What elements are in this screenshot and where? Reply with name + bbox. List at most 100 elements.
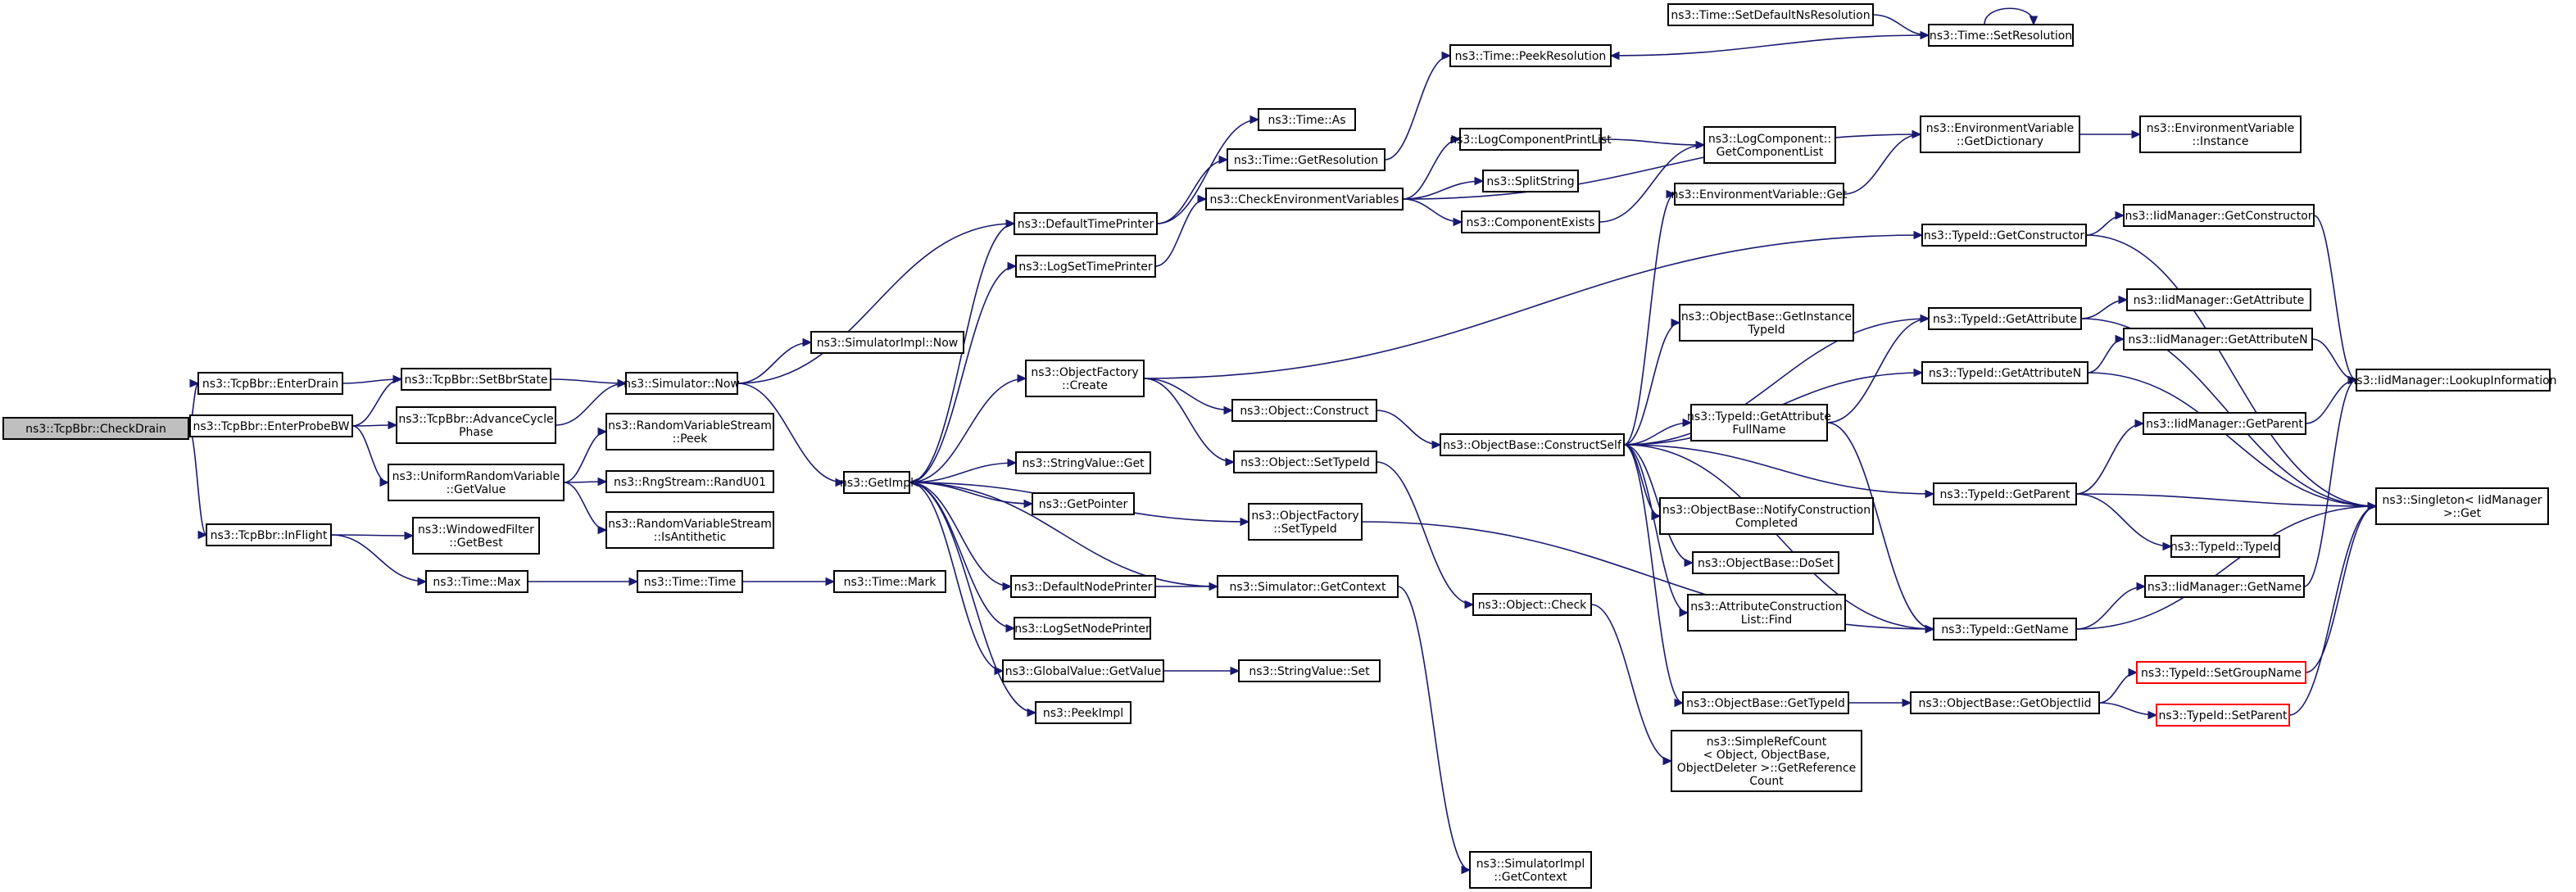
node-time-as[interactable]: ns3::Time::As	[1258, 108, 1356, 131]
node-splitstring[interactable]: ns3::SplitString	[1482, 170, 1579, 192]
node-label: ns3::TcpBbr::EnterProbeBW	[193, 420, 350, 433]
node-box	[388, 464, 565, 501]
node-iid-getparent[interactable]: ns3::IidManager::GetParent	[2143, 412, 2306, 435]
node-defaultnodeprinter[interactable]: ns3::DefaultNodePrinter	[1010, 575, 1156, 598]
node-iid-lookupinfo[interactable]: ns3::IidManager::LookupInformation	[2349, 369, 2557, 392]
node-logcompprintlist[interactable]: ns3::LogComponentPrintList	[1449, 128, 1612, 151]
edge-line	[563, 482, 607, 531]
node-globalvalue-getvalue[interactable]: ns3::GlobalValue::GetValue	[1002, 659, 1164, 682]
node-peekimpl[interactable]: ns3::PeekImpl	[1035, 701, 1132, 724]
node-typeid-typeid[interactable]: ns3::TypeId::TypeId	[2170, 535, 2280, 558]
node-logsetnodeprinter[interactable]: ns3::LogSetNodePrinter	[1014, 617, 1151, 640]
node-enterprobebw[interactable]: ns3::TcpBbr::EnterProbeBW	[189, 414, 353, 437]
node-urv-getvalue[interactable]: ns3::UniformRandomVariable::GetValue	[388, 464, 565, 501]
node-objbase-getobjectiid[interactable]: ns3::ObjectBase::GetObjectIid	[1910, 691, 2100, 714]
node-obj-check[interactable]: ns3::Object::Check	[1472, 593, 1592, 616]
node-getimpl[interactable]: ns3::GetImpl	[840, 471, 914, 494]
edge-line	[1361, 521, 1934, 630]
node-box	[1449, 44, 1612, 67]
node-singleton-get[interactable]: ns3::Singleton< IidManager >::Get	[2375, 487, 2549, 525]
edge-line	[909, 482, 1012, 587]
edge-objbase-constructself-to-objbase-gettypeid	[1623, 444, 1685, 708]
node-typeid-getparent[interactable]: ns3::TypeId::GetParent	[1933, 482, 2077, 505]
node-label: ns3::RandomVariableStream	[608, 419, 772, 432]
node-time-peekresolution[interactable]: ns3::Time::PeekResolution	[1449, 44, 1612, 67]
arrow-head	[1679, 608, 1689, 618]
node-label: ::GetDictionary	[1957, 135, 2043, 148]
node-checkdrain[interactable]: ns3::TcpBbr::CheckDrain	[2, 417, 189, 440]
node-label: ns3::IidManager::GetParent	[2146, 418, 2303, 431]
arrow-head	[1913, 368, 1924, 378]
node-iid-getattributen[interactable]: ns3::IidManager::GetAttributeN	[2123, 328, 2313, 351]
arrow-head	[2136, 582, 2147, 591]
node-envvar-getdictionary[interactable]: ns3::EnvironmentVariable::GetDictionary	[1920, 115, 2080, 153]
edge-typeid-getname-to-iid-getname	[2075, 582, 2147, 630]
node-componentexists[interactable]: ns3::ComponentExists	[1461, 211, 1600, 233]
node-time-mark[interactable]: ns3::Time::Mark	[833, 570, 946, 593]
edge-typeid-getattributen-to-iid-getattributen	[2087, 334, 2125, 374]
node-typeid-setgroupname[interactable]: ns3::TypeId::SetGroupName	[2136, 661, 2306, 684]
edge-line	[2087, 338, 2125, 374]
node-envvar-get[interactable]: ns3::EnvironmentVariable::Get	[1671, 183, 1848, 206]
node-setbbrstate[interactable]: ns3::TcpBbr::SetBbrState	[401, 368, 551, 391]
edge-line	[1143, 378, 1235, 463]
node-checkenvvars[interactable]: ns3::CheckEnvironmentVariables	[1205, 188, 1404, 211]
node-envvar-instance[interactable]: ns3::EnvironmentVariable::Instance	[2139, 115, 2302, 153]
node-time-time[interactable]: ns3::Time::Time	[637, 570, 743, 593]
node-time-setdefaultns[interactable]: ns3::Time::SetDefaultNsResolution	[1667, 3, 1874, 26]
arrow-head	[835, 478, 846, 487]
node-objbase-gettypeid[interactable]: ns3::ObjectBase::GetTypeId	[1682, 691, 1849, 714]
node-defaulttimeprinter[interactable]: ns3::DefaultTimePrinter	[1014, 212, 1158, 235]
arrow-head	[1609, 51, 1620, 61]
node-objbase-notifyconstruction[interactable]: ns3::ObjectBase::NotifyConstructionCompl…	[1659, 497, 1874, 535]
edge-line	[330, 534, 427, 582]
node-sim-now[interactable]: ns3::Simulator::Now	[624, 372, 740, 395]
node-objfactory-settypeid[interactable]: ns3::ObjectFactory::SetTypeId	[1248, 503, 1363, 541]
node-wf-getbest[interactable]: ns3::WindowedFilter::GetBest	[412, 517, 540, 555]
node-typeid-getattribute[interactable]: ns3::TypeId::GetAttribute	[1928, 307, 2082, 330]
node-obj-settypeid[interactable]: ns3::Object::SetTypeId	[1233, 451, 1377, 473]
node-typeid-getname[interactable]: ns3::TypeId::GetName	[1933, 618, 2077, 641]
arrow-head	[1218, 155, 1229, 165]
edge-envvar-getdictionary-to-envvar-instance	[2079, 129, 2142, 139]
node-simimpl-getcontext[interactable]: ns3::SimulatorImpl::GetContext	[1469, 851, 1592, 889]
node-typeid-getattributen[interactable]: ns3::TypeId::GetAttributeN	[1921, 361, 2088, 384]
node-objbase-constructself[interactable]: ns3::ObjectBase::ConstructSelf	[1440, 433, 1625, 456]
node-randu01[interactable]: ns3::RngStream::RandU01	[605, 470, 774, 493]
node-stringvalue-get[interactable]: ns3::StringValue::Get	[1015, 451, 1151, 474]
node-iid-getname[interactable]: ns3::IidManager::GetName	[2144, 575, 2305, 598]
node-time-getresolution[interactable]: ns3::Time::GetResolution	[1227, 148, 1386, 171]
node-objfactory-create[interactable]: ns3::ObjectFactory::Create	[1025, 360, 1145, 397]
node-box	[1482, 170, 1579, 192]
node-getpointer[interactable]: ns3::GetPointer	[1032, 492, 1135, 515]
node-rvs-isanti[interactable]: ns3::RandomVariableStream::IsAntithetic	[605, 511, 774, 549]
node-objbase-doset[interactable]: ns3::ObjectBase::DoSet	[1692, 551, 1839, 574]
node-logcomp-getlist[interactable]: ns3::LogComponent::GetComponentList	[1703, 126, 1836, 164]
node-rvs-peek[interactable]: ns3::RandomVariableStream::Peek	[605, 413, 774, 451]
node-stringvalue-set[interactable]: ns3::StringValue::Set	[1238, 659, 1381, 682]
node-inflight[interactable]: ns3::TcpBbr::InFlight	[206, 523, 332, 546]
node-enterdrain[interactable]: ns3::TcpBbr::EnterDrain	[197, 372, 343, 395]
node-label: ns3::SimulatorImpl::Now	[817, 337, 959, 350]
node-iid-getconstructor[interactable]: ns3::IidManager::GetConstructor	[2123, 204, 2315, 227]
node-simplerefcount[interactable]: ns3::SimpleRefCount< Object, ObjectBase,…	[1671, 730, 1862, 792]
node-sim-getcontext[interactable]: ns3::Simulator::GetContext	[1217, 575, 1399, 598]
node-logsettimeprinter[interactable]: ns3::LogSetTimePrinter	[1015, 255, 1156, 278]
node-label: ns3::EnvironmentVariable	[2147, 122, 2295, 135]
edge-enterprobebw-to-setbbrstate	[351, 374, 403, 427]
node-label: ns3::Object::Construct	[1240, 405, 1369, 418]
node-box	[1248, 503, 1363, 541]
arrow-head	[1023, 499, 1034, 509]
node-label: ns3::DefaultTimePrinter	[1018, 218, 1154, 231]
node-iid-getattribute[interactable]: ns3::IidManager::GetAttribute	[2126, 288, 2311, 311]
node-time-max[interactable]: ns3::Time::Max	[425, 570, 528, 593]
node-time-setresolution[interactable]: ns3::Time::SetResolution	[1928, 24, 2074, 47]
node-obj-construct[interactable]: ns3::Object::Construct	[1231, 399, 1377, 422]
node-simimpl-now[interactable]: ns3::SimulatorImpl::Now	[810, 331, 964, 354]
node-typeid-setparent[interactable]: ns3::TypeId::SetParent	[2156, 704, 2290, 727]
node-typeid-getconstructor[interactable]: ns3::TypeId::GetConstructor	[1921, 224, 2087, 247]
